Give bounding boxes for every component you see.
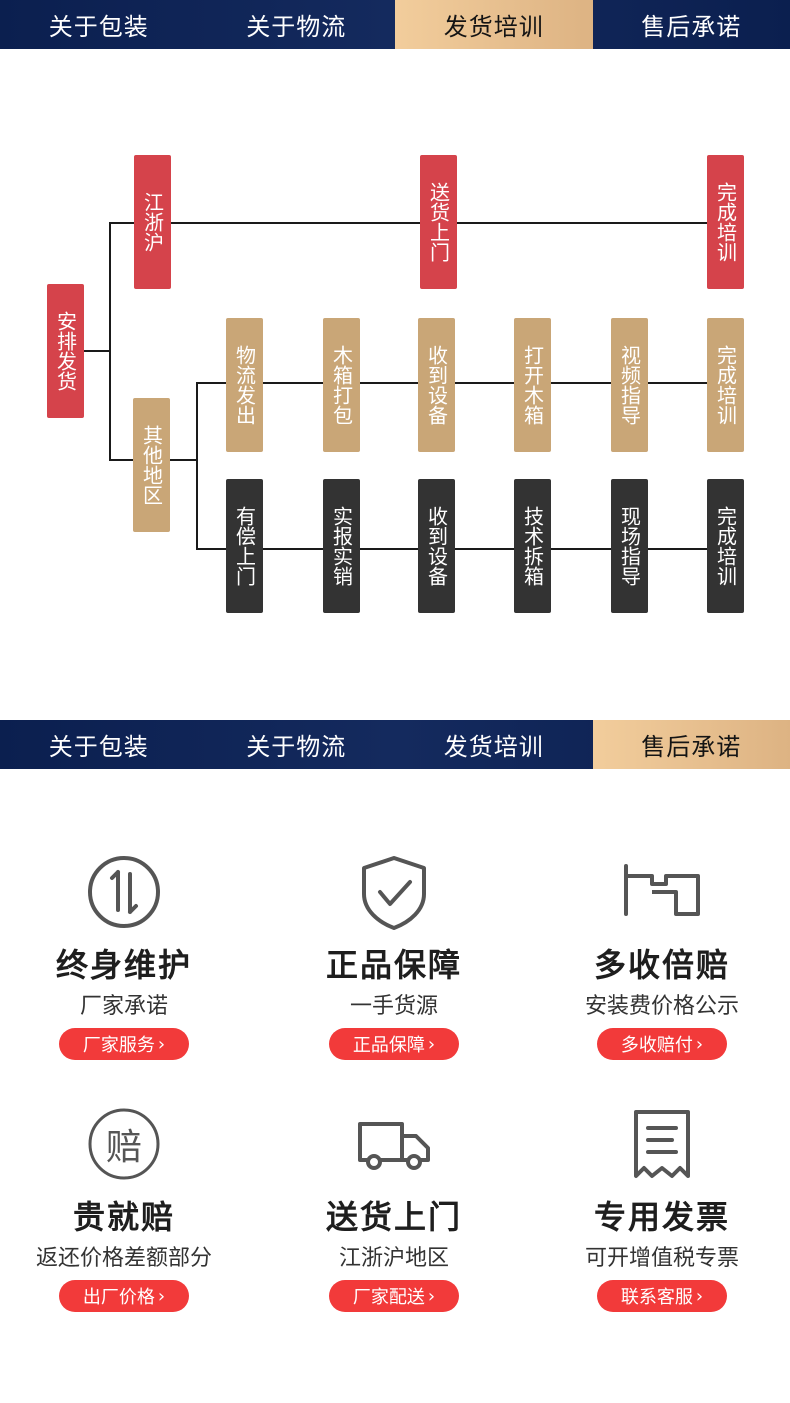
flow-node-b-row2-step5: 现场指导: [611, 479, 648, 613]
flow-node-b-row2-step3: 收到设备: [418, 479, 455, 613]
top-tab-bar: 关于包装 关于物流 发货培训 售后承诺: [0, 0, 790, 49]
chevron-right-icon: ›: [157, 1285, 166, 1307]
flow-connector: [84, 350, 111, 352]
flow-node-b-row2-step4: 技术拆箱: [514, 479, 551, 613]
compensation-icon: 赔: [84, 1104, 164, 1184]
promise-title: 正品保障: [325, 946, 462, 984]
promise-card: 送货上门 江浙沪地区 厂家配送›: [294, 1104, 494, 1312]
promise-subtitle: 返还价格差额部分: [35, 1246, 212, 1271]
flow-node-b-row2-step2: 实报实销: [323, 479, 360, 613]
flow-node-b-row1-step5: 视频指导: [611, 318, 648, 452]
flow-connector: [196, 382, 198, 549]
promise-subtitle: 一手货源: [349, 994, 438, 1019]
compensation-glyph: 赔: [105, 1127, 142, 1168]
flow-node-b-row2-step6: 完成培训: [707, 479, 744, 613]
flow-node-a-step1: 送货上门: [420, 155, 457, 289]
tab-shipping-training[interactable]: 发货培训: [395, 0, 593, 49]
promise-card: 正品保障 一手货源 正品保障›: [294, 852, 494, 1060]
promise-title: 贵就赔: [72, 1198, 175, 1236]
button-label: 联系客服: [620, 1287, 693, 1308]
chevron-right-icon: ›: [157, 1033, 166, 1055]
tab-logistics[interactable]: 关于物流: [246, 733, 347, 761]
tab-shipping-training[interactable]: 发货培训: [443, 733, 544, 761]
flow-node-root: 安排发货: [47, 284, 84, 418]
button-label: 厂家服务: [82, 1035, 155, 1056]
promise-title: 送货上门: [325, 1198, 462, 1236]
lifetime-maintenance-icon: [88, 856, 160, 928]
tab-packaging[interactable]: 关于包装: [48, 13, 149, 41]
wall-mount-icon: [624, 864, 700, 916]
factory-delivery-button[interactable]: 厂家配送›: [329, 1280, 459, 1312]
chevron-right-icon: ›: [427, 1033, 436, 1055]
flow-node-b-row1-step4: 打开木箱: [514, 318, 551, 452]
flow-node-b-row1-step1: 物流发出: [226, 318, 263, 452]
tab-after-sales[interactable]: 售后承诺: [641, 13, 742, 41]
circle-outline: [88, 1108, 160, 1180]
flow-connector: [170, 459, 198, 461]
tab-logistics[interactable]: 关于物流: [246, 13, 347, 41]
button-label: 出厂价格: [82, 1287, 155, 1308]
promise-subtitle: 厂家承诺: [79, 994, 168, 1019]
flow-node-branch-b: 其他地区: [133, 398, 170, 532]
chevron-right-icon: ›: [695, 1033, 704, 1055]
promise-subtitle: 安装费价格公示: [584, 994, 739, 1019]
flow-node-b-row2-step1: 有偿上门: [226, 479, 263, 613]
factory-price-button[interactable]: 出厂价格›: [59, 1280, 189, 1312]
bottom-tab-bar: 关于包装 关于物流 发货培训 售后承诺: [0, 720, 790, 769]
chevron-right-icon: ›: [427, 1285, 436, 1307]
promise-subtitle: 可开增值税专票: [584, 1246, 739, 1271]
invoice-icon: [634, 1110, 690, 1178]
tab-after-sales[interactable]: 售后承诺: [592, 720, 790, 769]
tab-packaging[interactable]: 关于包装: [48, 733, 149, 761]
button-label: 多收赔付: [620, 1035, 693, 1056]
factory-service-button[interactable]: 厂家服务›: [59, 1028, 189, 1060]
promise-title: 终身维护: [55, 946, 192, 984]
promise-subtitle: 江浙沪地区: [338, 1246, 449, 1271]
chevron-right-icon: ›: [695, 1285, 704, 1307]
flow-node-b-row1-step2: 木箱打包: [323, 318, 360, 452]
promise-card: 赔 贵就赔 返还价格差额部分 出厂价格›: [24, 1104, 224, 1312]
promise-card: 终身维护 厂家承诺 厂家服务›: [24, 852, 224, 1060]
flow-connector: [109, 222, 111, 460]
button-label: 厂家配送: [352, 1287, 425, 1308]
promise-title: 专用发票: [593, 1198, 730, 1236]
promise-card: 专用发票 可开增值税专票 联系客服›: [562, 1104, 762, 1312]
flow-node-b-row1-step3: 收到设备: [418, 318, 455, 452]
contact-support-button[interactable]: 联系客服›: [597, 1280, 727, 1312]
button-label: 正品保障: [352, 1035, 425, 1056]
flow-connector: [109, 459, 136, 461]
authentic-guarantee-button[interactable]: 正品保障›: [329, 1028, 459, 1060]
flow-connector: [109, 222, 709, 224]
shield-check-icon: [362, 856, 426, 930]
flow-node-a-step2: 完成培训: [707, 155, 744, 289]
promise-card: 多收倍赔 安装费价格公示 多收赔付›: [562, 852, 762, 1060]
overcharge-compensation-button[interactable]: 多收赔付›: [597, 1028, 727, 1060]
flow-node-b-row1-step6: 完成培训: [707, 318, 744, 452]
promise-title: 多收倍赔: [593, 946, 730, 984]
flow-node-branch-a: 江浙沪: [134, 155, 171, 289]
truck-icon: [358, 1122, 430, 1170]
